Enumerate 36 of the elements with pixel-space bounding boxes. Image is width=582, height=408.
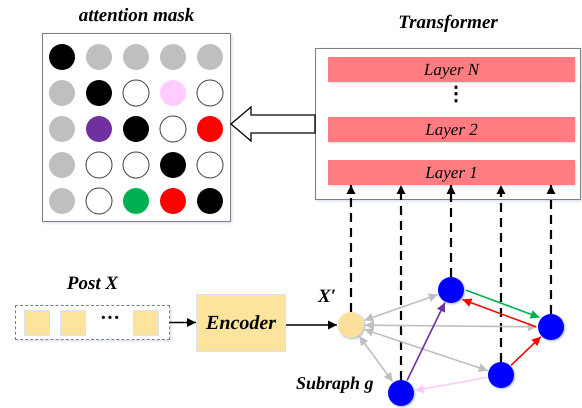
token-box [24, 310, 50, 336]
dashed-arrow [446, 185, 456, 277]
dashed-arrow [396, 185, 406, 380]
graph-node [338, 312, 364, 338]
token-box [133, 310, 159, 336]
token-box [60, 310, 86, 336]
graph-node [438, 277, 464, 303]
arrow [510, 336, 542, 366]
graph-node [488, 362, 514, 388]
double-arrow [358, 336, 394, 382]
double-arrow [364, 328, 488, 372]
layer-bar: Layer 1 [328, 160, 575, 185]
arrow [170, 318, 196, 327]
vertical-ellipsis: ⋮ [446, 84, 466, 104]
graph-node [388, 380, 414, 406]
ellipsis: ··· [100, 308, 120, 328]
arrow [462, 298, 536, 328]
graph-caption: Subraph g [296, 374, 374, 392]
dashed-arrow [496, 185, 506, 362]
heading: Post X [66, 272, 120, 296]
heading: Transformer [397, 11, 499, 35]
graph-node [538, 314, 564, 340]
arrow [414, 376, 488, 394]
dashed-arrow [346, 185, 356, 312]
heading: attention mask [78, 4, 196, 27]
layer-bar: Layer 2 [328, 117, 575, 142]
double-arrow [364, 293, 438, 322]
arrow [466, 289, 540, 319]
arrow [406, 302, 446, 381]
dashed-arrow [546, 185, 556, 314]
layer-bar: Layer N [328, 57, 575, 82]
double-arrow [365, 320, 537, 332]
node-annotation: X′ [318, 286, 336, 308]
hollow-arrow [230, 106, 316, 142]
arrow [286, 320, 337, 330]
encoder-box: Encoder [196, 294, 286, 352]
